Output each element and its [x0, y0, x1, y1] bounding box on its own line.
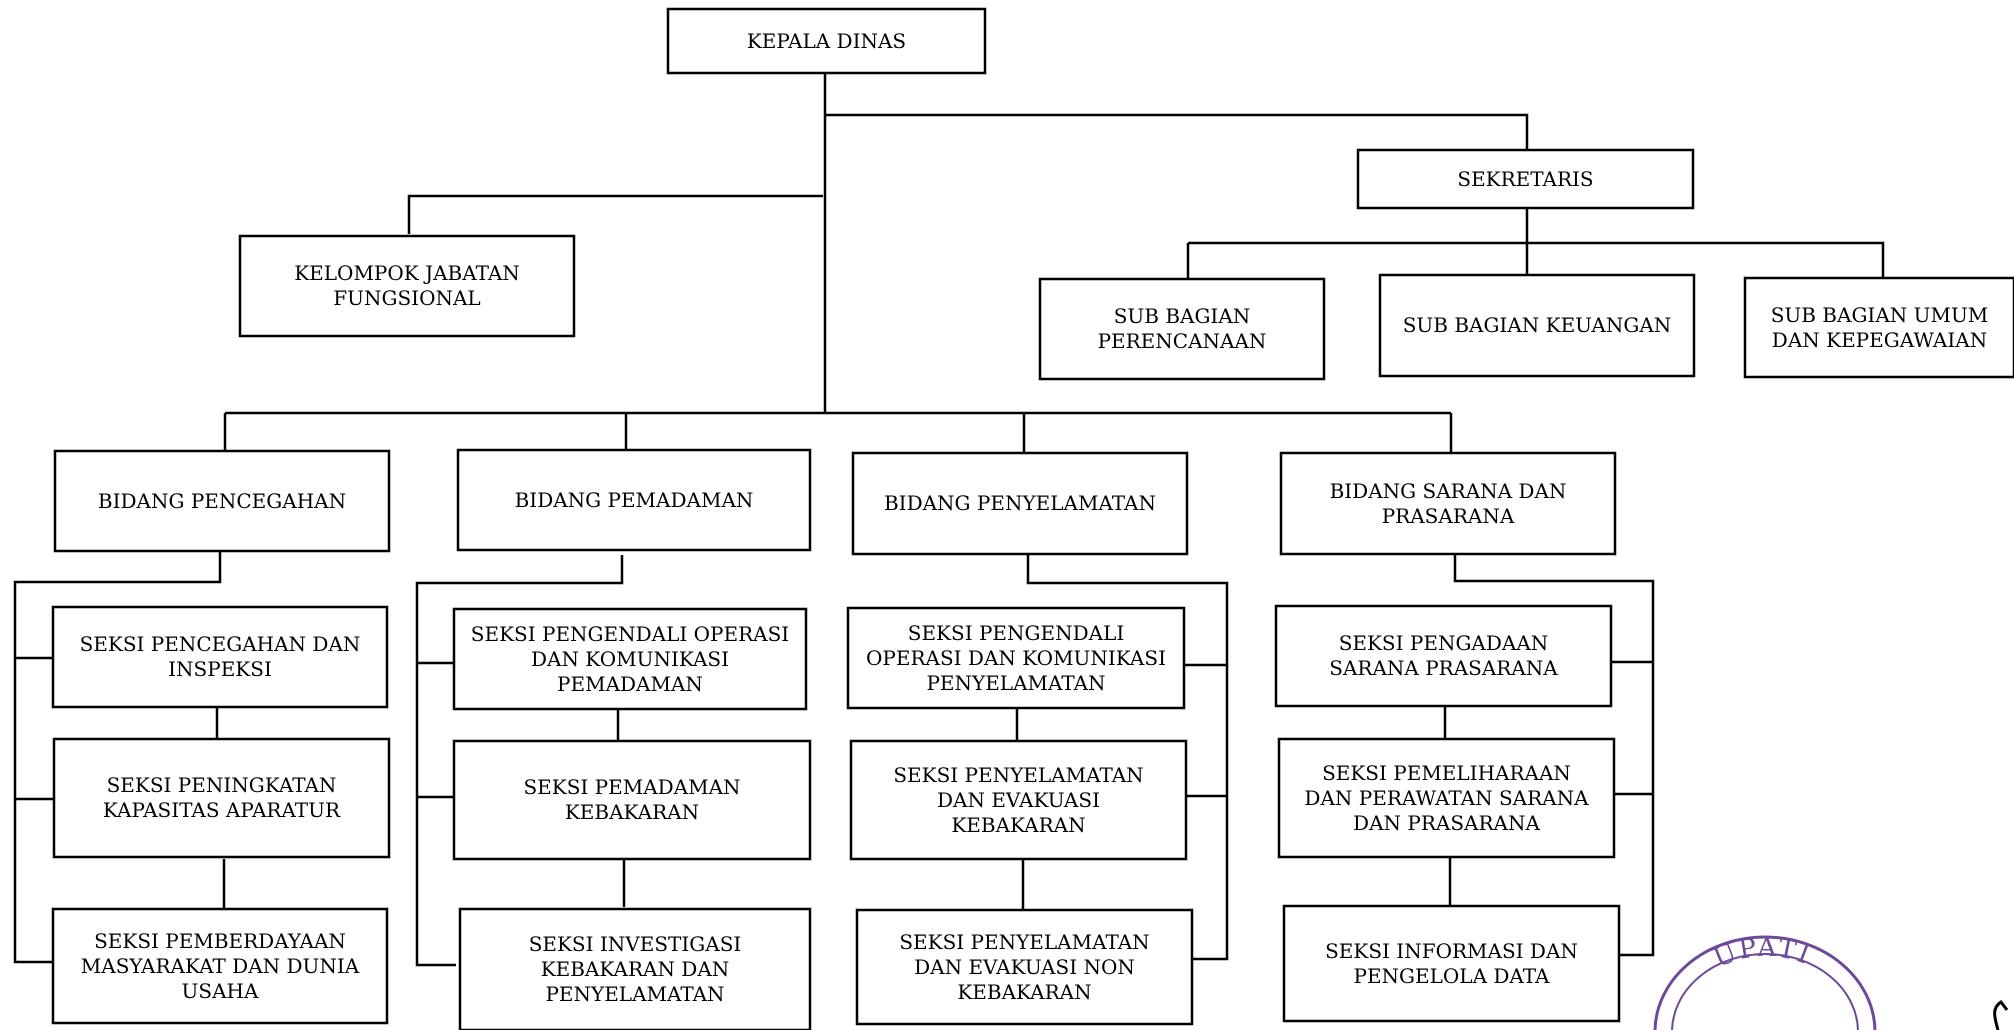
box-seksi-penyelamatan-kebakaran: [849, 739, 1188, 861]
org-boxes: [51, 7, 2014, 1030]
box-sekretaris: [1356, 148, 1695, 210]
box-seksi-pemadaman-kebakaran: [452, 739, 812, 861]
box-seksi-pencegahan-inspeksi: [51, 605, 389, 709]
box-seksi-pengadaan: [1274, 604, 1613, 708]
box-kepala-dinas: [666, 7, 987, 75]
box-seksi-pengendali-penyelamatan: [846, 606, 1186, 710]
box-sub-bagian-keuangan: [1378, 273, 1696, 378]
connector-lines: [13, 73, 1885, 967]
box-sub-bagian-umum: [1743, 276, 2014, 379]
box-seksi-penyelamatan-non: [855, 908, 1194, 1026]
box-sub-bagian-perencanaan: [1038, 277, 1326, 381]
box-bidang-pemadaman: [456, 448, 812, 552]
box-seksi-pengendali-pemadaman: [452, 607, 808, 711]
official-stamp: UPATI: [1653, 933, 1877, 1030]
box-seksi-pemeliharaan: [1277, 737, 1616, 859]
box-seksi-investigasi: [458, 907, 812, 1030]
box-seksi-informasi: [1282, 904, 1621, 1023]
box-kelompok-jabatan-fungsional: [238, 234, 576, 338]
box-seksi-pemberdayaan: [51, 907, 389, 1025]
signature-mark: [1993, 999, 2009, 1030]
box-bidang-penyelamatan: [851, 451, 1189, 556]
box-bidang-sarana-prasarana: [1279, 451, 1617, 556]
box-bidang-pencegahan: [53, 449, 391, 553]
box-seksi-peningkatan-kapasitas: [52, 737, 391, 859]
stamp-text: UPATI: [1710, 933, 1816, 974]
